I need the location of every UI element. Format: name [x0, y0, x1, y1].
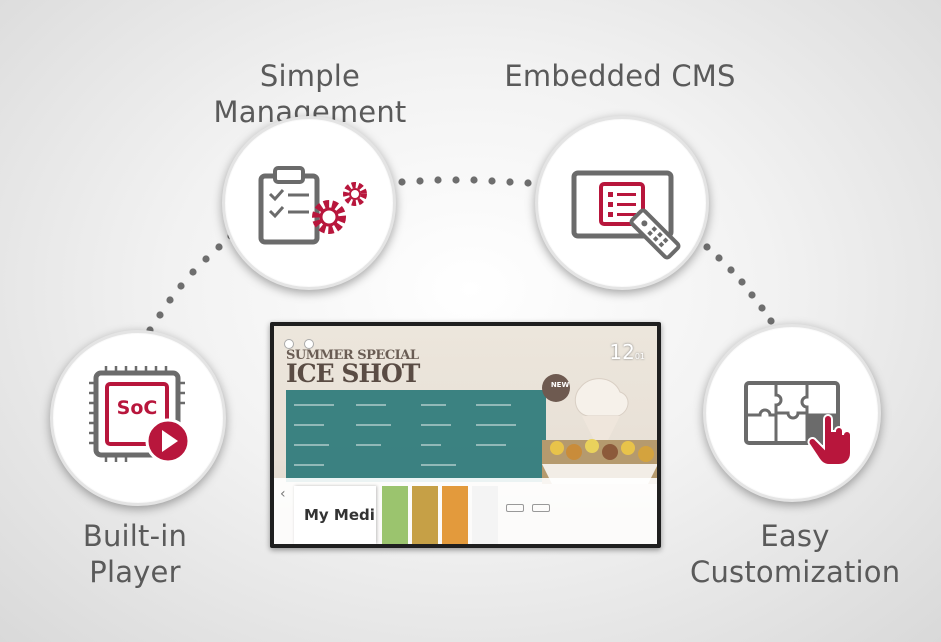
built-in-player-label: Built-in Player [55, 518, 215, 590]
launcher-card-white[interactable] [472, 486, 498, 544]
easy-customization-label: Easy Customization [690, 518, 900, 590]
new-badge: NEW [550, 381, 570, 389]
menu-board [286, 390, 546, 482]
easy-customization-line2: Customization [690, 555, 901, 589]
clock: 1201 [609, 340, 645, 364]
top-left-buttons [284, 334, 315, 353]
launcher-input-icon-1[interactable] [506, 504, 524, 512]
embedded-cms-label: Embedded CMS [504, 59, 736, 93]
soc-chip-play-icon [89, 366, 191, 464]
launcher-back-icon[interactable]: ‹ [280, 486, 286, 502]
promo-title: ICE SHOT [286, 359, 420, 388]
simple-management-circle [222, 116, 396, 290]
my-media-card[interactable]: My Medi [294, 486, 376, 544]
launcher-input-icon-2[interactable] [532, 504, 550, 512]
launcher-bar: ‹ My Medi [274, 478, 657, 544]
built-in-player-line2: Player [89, 555, 181, 589]
display-screen: SUMMER SPECIAL ICE SHOT 1201 NEW ‹ My Me… [274, 326, 657, 544]
soc-chip-text: SoC [116, 397, 158, 419]
clipboard-gears-icon [258, 166, 367, 245]
monitor-remote-icon [571, 170, 681, 260]
embedded-cms-circle [535, 116, 709, 290]
built-in-player-circle: SoC [50, 330, 226, 506]
built-in-player-line1: Built-in [82, 519, 188, 553]
promo-subtitle: SUMMER SPECIAL [286, 348, 419, 363]
launcher-card-green[interactable] [382, 486, 408, 544]
launcher-card-orange[interactable] [442, 486, 468, 544]
puzzle-hand-icon [744, 381, 852, 466]
easy-customization-circle [703, 324, 881, 502]
my-media-label: My Medi [304, 506, 375, 524]
easy-customization-line1: Easy [760, 519, 830, 553]
signage-display: SUMMER SPECIAL ICE SHOT 1201 NEW ‹ My Me… [270, 322, 661, 548]
launcher-card-olive[interactable] [412, 486, 438, 544]
